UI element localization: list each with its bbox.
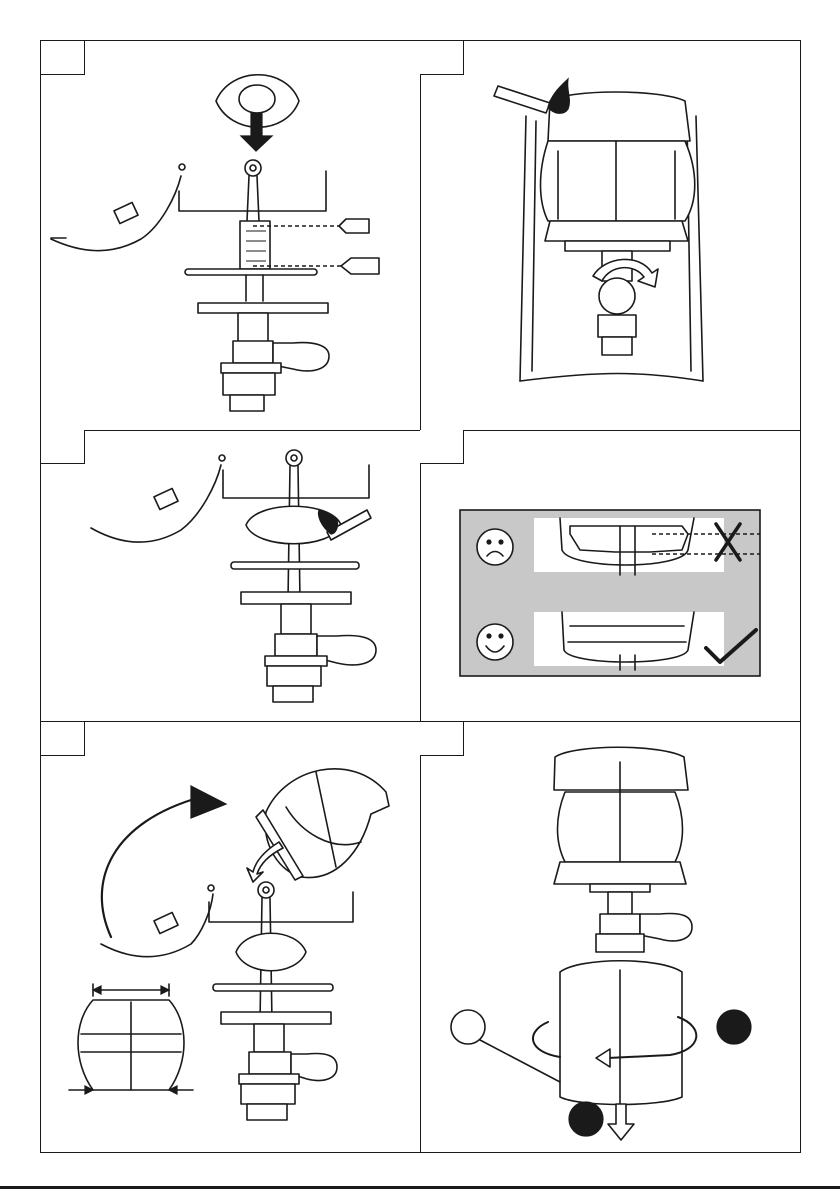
step-6-tab <box>420 722 464 756</box>
step-2-illustration <box>420 41 801 432</box>
burner-assembly <box>231 450 376 702</box>
down-arrow-icon <box>608 1104 634 1140</box>
bottom-rule <box>0 1186 840 1189</box>
step-4-illustration <box>420 430 801 722</box>
step-2-tab <box>420 41 464 75</box>
happy-face-icon <box>477 624 513 660</box>
insert-arrow-icon <box>253 219 379 274</box>
step-4-tab <box>420 430 464 464</box>
panel-step-3 <box>40 430 421 722</box>
lantern-frame <box>51 164 326 251</box>
step-3-illustration <box>41 430 422 722</box>
assembled-lantern <box>554 747 692 1104</box>
burner-assembly <box>185 160 329 411</box>
panel-step-6 <box>420 721 801 1153</box>
step-1-tab <box>41 41 85 75</box>
burner-assembly <box>213 882 337 1120</box>
white-circle-icon <box>451 1010 560 1082</box>
step-6-illustration <box>420 722 801 1154</box>
lantern-body <box>520 92 703 381</box>
glass-globe-icon <box>256 769 389 880</box>
lantern-frame <box>101 885 353 957</box>
step-3-tab <box>41 430 85 464</box>
panel-step-4 <box>420 430 801 722</box>
step-1-illustration <box>41 41 422 432</box>
lighter-flame-icon <box>494 79 569 113</box>
measured-globe <box>69 984 193 1094</box>
panel-step-1 <box>40 40 421 431</box>
panel-step-5 <box>40 721 421 1153</box>
step-5-illustration <box>41 722 422 1154</box>
step-5-tab <box>41 722 85 756</box>
panel-step-2 <box>420 40 801 431</box>
sad-face-icon <box>477 529 513 565</box>
